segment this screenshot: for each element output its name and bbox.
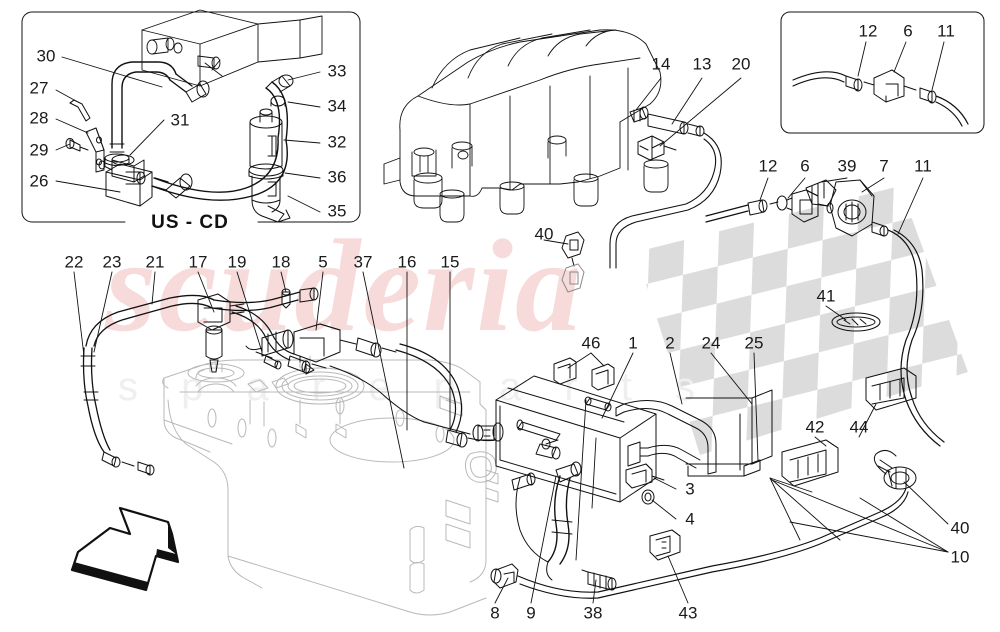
- callout-number: 27: [29, 78, 49, 98]
- part-20-sensor: [637, 135, 677, 161]
- callout-number: 24: [701, 333, 721, 353]
- callout-number: 20: [731, 54, 751, 74]
- callout-number: 5: [318, 252, 328, 272]
- right-assembly: [705, 179, 945, 447]
- callout-number: 9: [526, 603, 536, 623]
- part-10-fan-lines: [769, 477, 841, 541]
- callout-number: 19: [227, 252, 247, 272]
- part-28-bracket: [85, 127, 105, 173]
- uscd-leader-lines: [55, 56, 321, 213]
- callout-number: 7: [879, 156, 889, 176]
- part-27-bolt: [69, 99, 91, 122]
- callout-number: 22: [64, 252, 84, 272]
- part-15-16-pipe: [329, 343, 497, 448]
- callout-number: 40: [950, 518, 970, 538]
- fuel-tank: [162, 355, 499, 616]
- callout-number: 3: [685, 479, 695, 499]
- callout-number: 15: [440, 252, 460, 272]
- right-inset-border: [780, 11, 985, 134]
- charcoal-canister: [472, 375, 657, 503]
- part-4-nut: [641, 489, 655, 505]
- uscd-canister: [141, 9, 323, 87]
- part-46-clips: [553, 357, 615, 391]
- callout-number: 36: [327, 167, 347, 187]
- part-8-hose: [490, 472, 549, 589]
- callout-number: 35: [327, 201, 347, 221]
- part-42-clip: [781, 439, 839, 487]
- part-30-hose: [109, 61, 210, 153]
- callout-number: 11: [937, 21, 955, 41]
- part-40-grommet-bottom: [873, 450, 917, 490]
- us-cd-inset-label: US - CD: [151, 212, 229, 233]
- part-44-clip: [865, 367, 917, 411]
- callout-number: 43: [678, 603, 698, 623]
- part-33-hose: [151, 74, 294, 201]
- callout-number: 40: [534, 224, 554, 244]
- callout-number: 18: [271, 252, 291, 272]
- part-34-clamp: [270, 95, 286, 107]
- us-cd-inset-border: [21, 11, 361, 223]
- callout-number: 12: [758, 156, 778, 176]
- callout-number: 16: [397, 252, 417, 272]
- callout-number: 6: [903, 21, 913, 41]
- callout-number: 38: [583, 603, 603, 623]
- callout-number: 1: [628, 333, 638, 353]
- callout-number: 39: [837, 156, 857, 176]
- callout-number: 14: [651, 54, 671, 74]
- callout-number: 23: [102, 252, 122, 272]
- callout-number: 25: [744, 333, 764, 353]
- main-leader-lines: [73, 77, 949, 604]
- part-41-badge: [831, 312, 881, 332]
- callout-number: 31: [170, 110, 190, 130]
- callout-number: 33: [327, 61, 347, 81]
- callout-number: 32: [327, 132, 347, 152]
- callout-number: 8: [490, 603, 500, 623]
- callout-number: 11: [914, 156, 932, 176]
- right-inset-assembly: [792, 69, 969, 127]
- callout-number: 4: [685, 509, 695, 529]
- callout-number: 41: [816, 286, 836, 306]
- part-13-tube: [647, 113, 705, 137]
- part-2-bracket: [615, 400, 717, 475]
- main-fuel-line: [517, 487, 909, 599]
- part-9-hose: [546, 461, 582, 581]
- callout-number: 21: [145, 252, 165, 272]
- part-43-clip: [649, 529, 681, 561]
- callout-number: 13: [692, 54, 712, 74]
- callout-number: 42: [805, 417, 825, 437]
- callout-number: 44: [849, 417, 869, 437]
- part-14-connector: [629, 106, 649, 123]
- callout-number: 37: [353, 252, 373, 272]
- direction-arrow-shade: [72, 522, 178, 590]
- part-40-grommet-lower: [561, 263, 585, 293]
- callout-number: 34: [327, 96, 347, 116]
- part-29-bolt: [65, 138, 89, 152]
- part-38-connector: [581, 569, 617, 591]
- callout-number: 6: [800, 156, 810, 176]
- uscd-lower-hose: [151, 173, 193, 199]
- callout-number: 17: [188, 252, 208, 272]
- center-valve-block: [245, 288, 397, 375]
- callout-number: 46: [581, 333, 601, 353]
- callout-number: 10: [950, 547, 970, 567]
- part-3-bracket: [625, 463, 665, 489]
- manifold-hose-20: [609, 132, 722, 269]
- part-35-body: [251, 175, 291, 223]
- callout-number: 2: [665, 333, 675, 353]
- part-26-valve: [98, 154, 153, 207]
- callout-number: 12: [858, 21, 878, 41]
- callout-number: 29: [29, 140, 49, 160]
- part-22-23-hoses: [80, 287, 327, 476]
- part-40-grommet-upper: [561, 231, 585, 267]
- callout-number: 26: [29, 171, 49, 191]
- part-32-filter: [249, 108, 283, 170]
- callout-number: 28: [29, 108, 49, 128]
- right-inset-leaders: [857, 41, 945, 91]
- part-24-25-plates: [685, 389, 773, 477]
- intake-manifold: [383, 29, 669, 223]
- callout-number: 30: [36, 46, 56, 66]
